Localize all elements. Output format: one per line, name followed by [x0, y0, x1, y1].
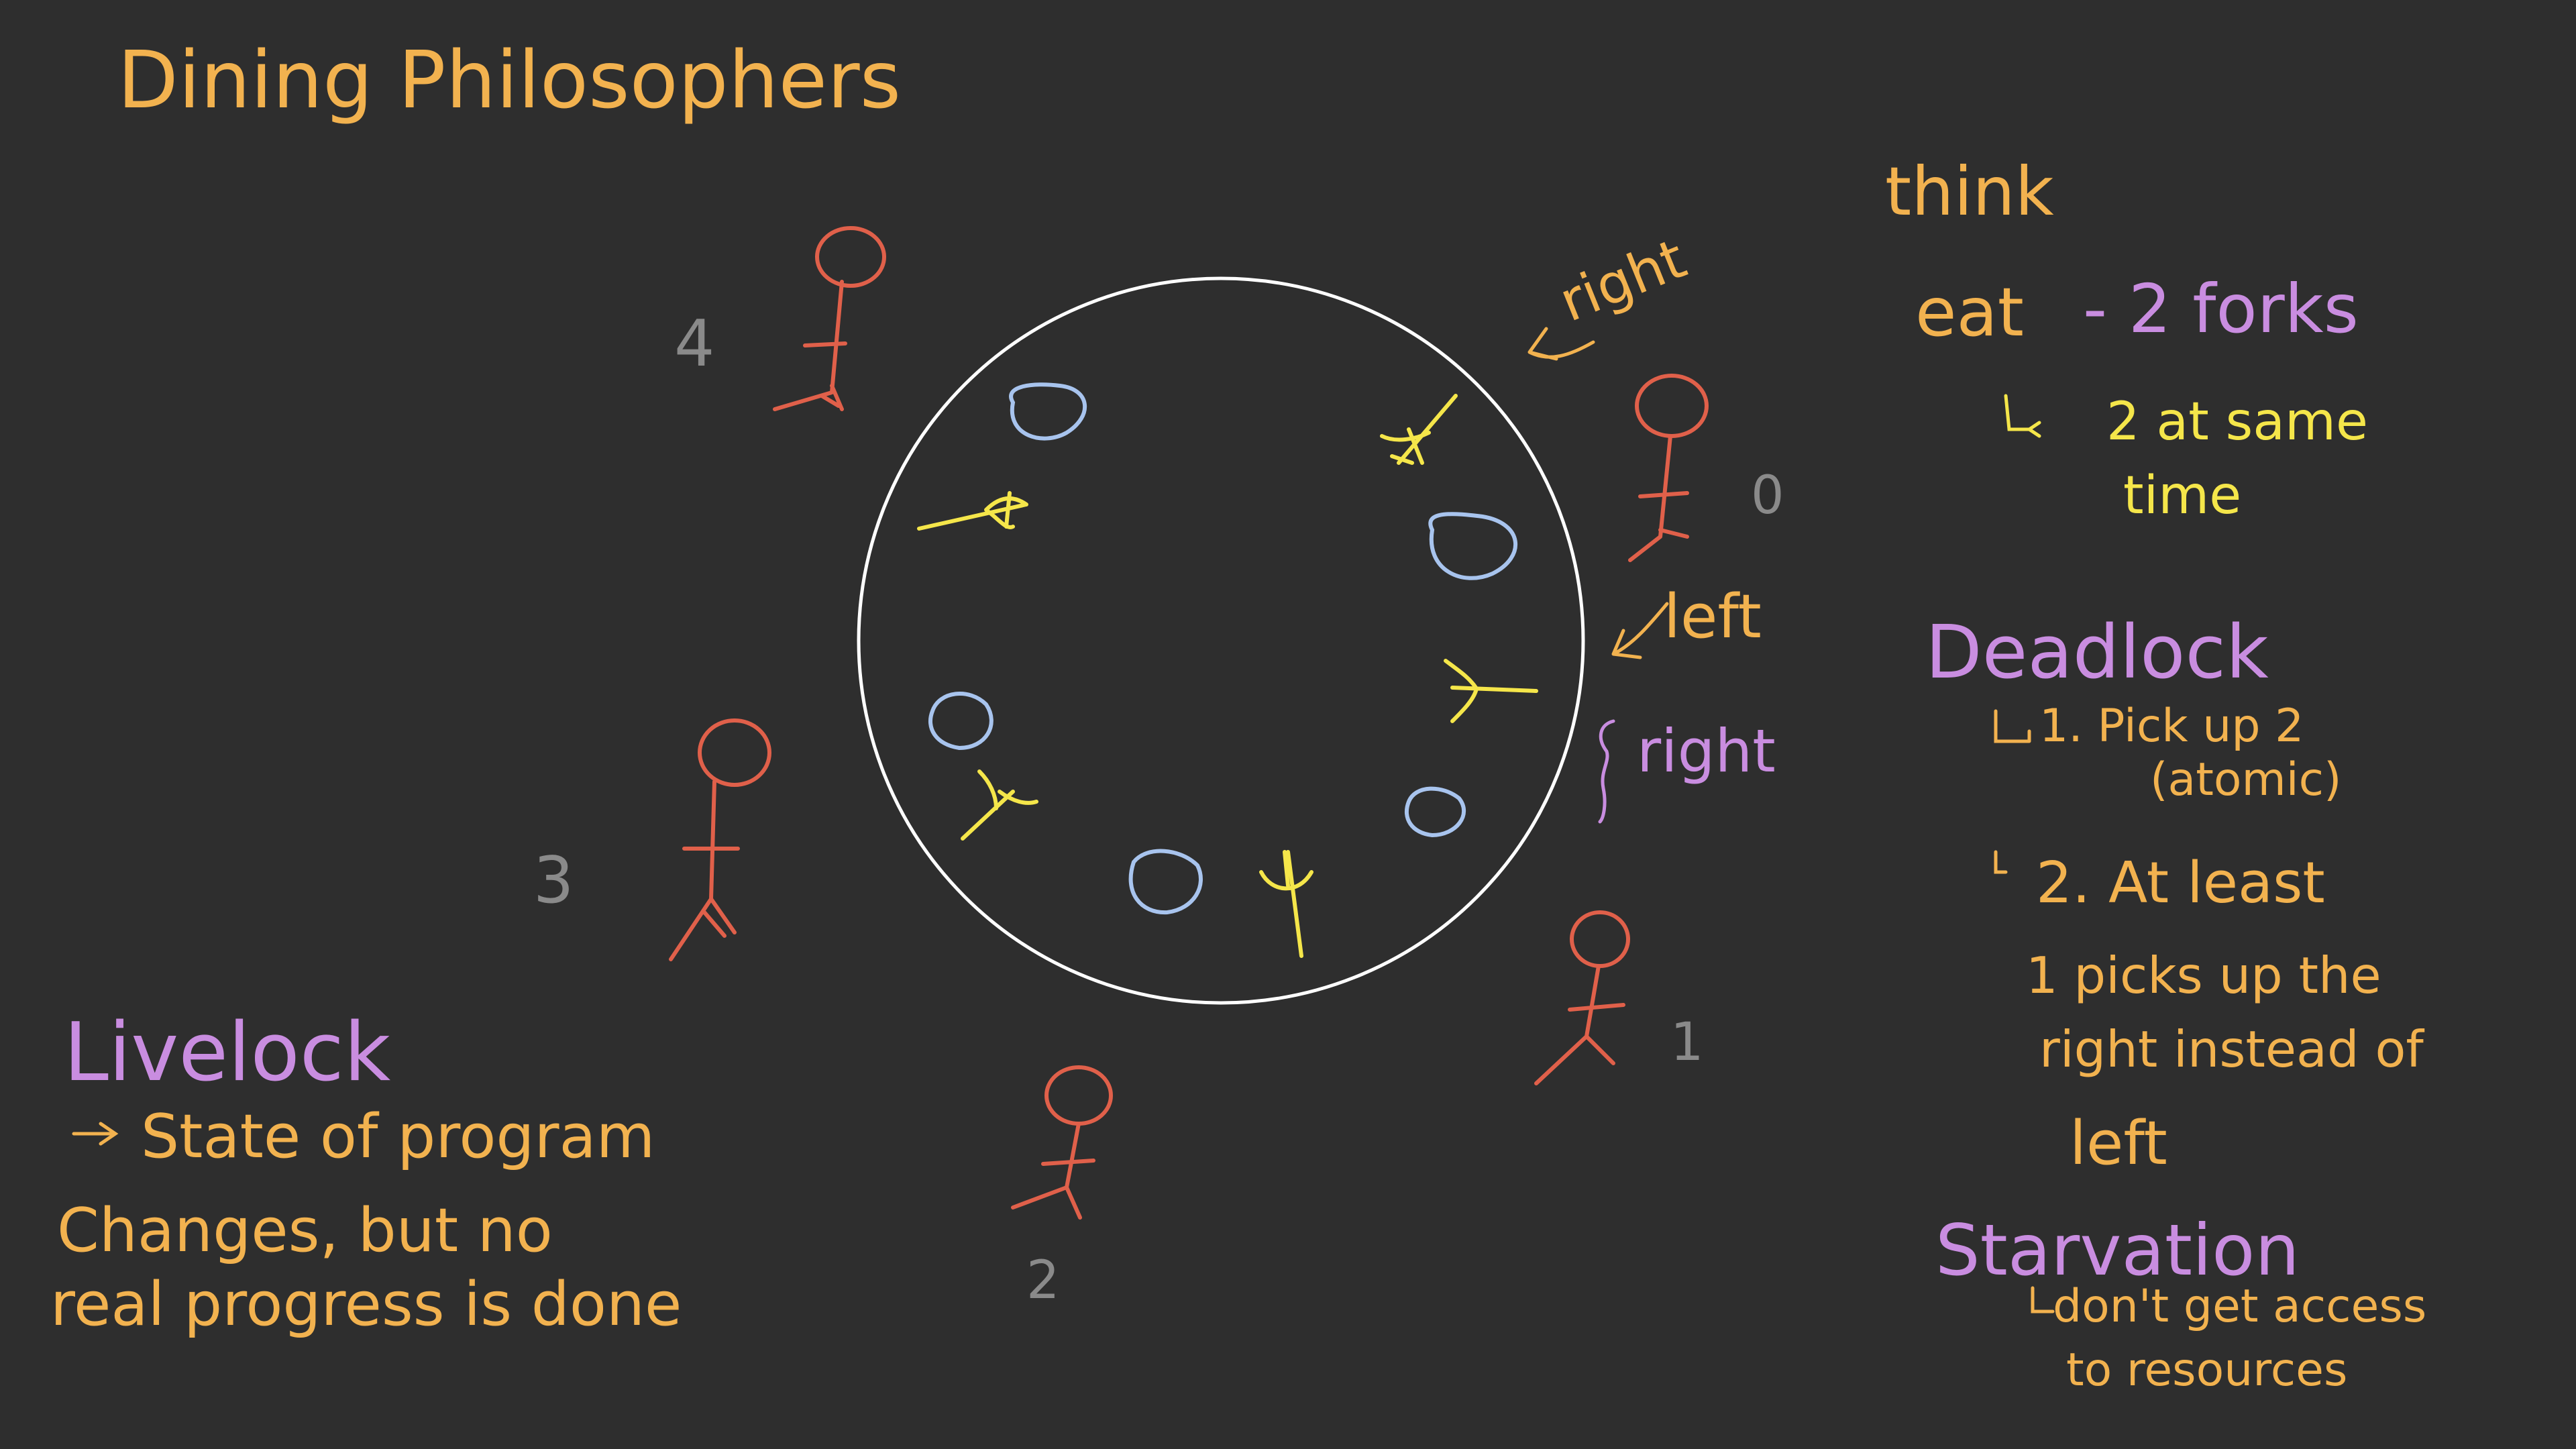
plate: [1009, 382, 1087, 441]
direction-label-right-bottom: right: [1637, 716, 1776, 786]
action-same-time-line1: 2 at same: [2106, 392, 2368, 452]
sub-arrow-icon: [2031, 1286, 2055, 1313]
philosopher-number-3: 3: [533, 844, 574, 918]
philosopher-3: [669, 718, 771, 961]
plates: [928, 382, 1518, 915]
philosopher-1: [1534, 910, 1630, 1085]
sub-arrow-icon: [1994, 850, 2008, 874]
fork: [961, 769, 1038, 841]
action-same-time-line2: time: [2123, 466, 2241, 526]
philosopher-2: [1011, 1065, 1113, 1220]
plate: [1128, 849, 1203, 915]
deadlock-item2-line2: 1 picks up the: [2026, 946, 2381, 1005]
plate: [928, 692, 994, 751]
direction-label-right-top: right: [1551, 227, 1695, 334]
arrow-icon: [1611, 602, 1669, 659]
fork: [1444, 659, 1538, 723]
direction-label-left: left: [1664, 582, 1762, 652]
starvation-line2: to resources: [2066, 1344, 2347, 1397]
philosopher-number-4: 4: [674, 307, 714, 381]
philosopher-number-0: 0: [1751, 466, 1784, 526]
plate: [1404, 786, 1466, 838]
sub-arrow-icon: [72, 1122, 119, 1146]
philosopher-0: [1628, 374, 1709, 562]
page-title: Dining Philosophers: [117, 34, 901, 126]
deadlock-item1-line2: (atomic): [2150, 753, 2342, 806]
action-think: think: [1885, 152, 2054, 231]
livelock-line3: real progress is done: [50, 1269, 682, 1340]
action-eat-detail: - 2 forks: [2083, 270, 2359, 348]
fork: [917, 491, 1028, 531]
dining-table: [857, 276, 1585, 1005]
starvation-line1: don't get access: [2053, 1280, 2426, 1333]
livelock-line2: Changes, but no: [57, 1195, 553, 1266]
philosopher-4: [773, 226, 886, 411]
livelock-heading: Livelock: [64, 1006, 391, 1099]
livelock-line1: State of program: [141, 1102, 655, 1172]
brace-icon: [1598, 719, 1615, 824]
philosopher-number-2: 2: [1026, 1250, 1060, 1311]
action-eat: eat: [1915, 273, 2024, 352]
deadlock-item2-line4: left: [2070, 1108, 2167, 1179]
starvation-heading: Starvation: [1935, 1210, 2300, 1291]
plate: [1428, 512, 1518, 580]
forks: [917, 394, 1538, 958]
fork: [1380, 394, 1458, 465]
philosopher-number-1: 1: [1670, 1012, 1704, 1073]
sub-arrow-icon: [2004, 394, 2041, 438]
sub-arrow-icon: [1994, 709, 2031, 743]
deadlock-item2-line1: 2. At least: [2036, 850, 2325, 916]
philosophers: [669, 226, 1709, 1220]
deadlock-heading: Deadlock: [1925, 609, 2269, 695]
deadlock-item2-line3: right instead of: [2039, 1020, 2424, 1079]
deadlock-item1-line1: 1. Pick up 2: [2039, 700, 2304, 753]
arrow-icon: [1527, 327, 1595, 361]
fork: [1259, 850, 1313, 958]
